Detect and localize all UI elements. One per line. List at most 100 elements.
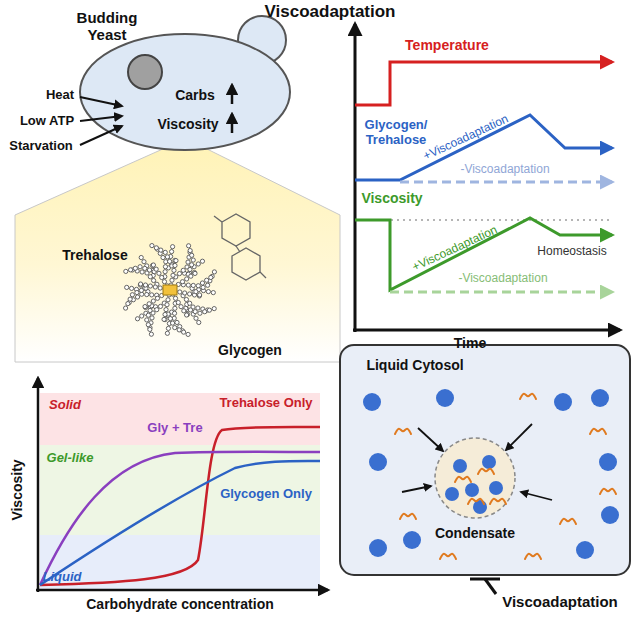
glucose-unit xyxy=(211,291,215,295)
label: Carbohydrate concentration xyxy=(86,596,273,612)
glucose-unit xyxy=(135,295,139,299)
node-text: Carbs xyxy=(175,87,215,103)
label: Time xyxy=(454,335,486,351)
label: Glycogen/ Trehalose xyxy=(356,118,436,148)
glucose-unit xyxy=(146,313,150,317)
node-text: Trehalose xyxy=(62,247,127,263)
molecules xyxy=(363,389,619,559)
glycogenin xyxy=(163,285,177,295)
glucose-unit xyxy=(163,312,167,316)
glucose-unit xyxy=(173,306,177,310)
glucose-unit xyxy=(172,311,176,315)
trehalose-molecule xyxy=(214,214,266,280)
label: Viscosity xyxy=(9,459,25,520)
glucose-unit xyxy=(148,275,152,279)
glucose-unit xyxy=(183,291,187,295)
node-text: Liquid Cytosol xyxy=(366,357,463,373)
glucose-unit xyxy=(148,327,152,331)
glucose-unit xyxy=(190,253,194,257)
glucose-unit xyxy=(166,326,170,330)
label: +Viscoadaptation xyxy=(410,223,499,274)
yeast-cell xyxy=(80,34,290,150)
viscosity-chart xyxy=(36,378,328,592)
stress-arrow xyxy=(80,126,122,145)
node-text: Glycogen xyxy=(218,342,282,358)
protein-dot xyxy=(403,531,421,549)
glucose-unit xyxy=(175,320,179,324)
recruit-arrow xyxy=(402,424,552,500)
glucose-unit xyxy=(146,323,150,327)
glucose-unit xyxy=(187,244,191,248)
stress-arrow xyxy=(80,97,122,106)
glucose-unit xyxy=(201,285,205,289)
glucose-unit xyxy=(148,284,152,288)
glucose-unit xyxy=(153,285,157,289)
protein-dot xyxy=(369,539,387,557)
time-chart xyxy=(353,24,620,332)
glucose-unit xyxy=(168,317,172,321)
glucose-unit xyxy=(150,243,154,247)
glucose-unit xyxy=(143,304,147,308)
glucose-unit xyxy=(155,296,159,300)
glucose-unit xyxy=(192,270,196,274)
glucose-unit xyxy=(171,273,175,277)
glucose-unit xyxy=(182,309,186,313)
glucose-unit xyxy=(142,260,146,264)
glucose-unit xyxy=(177,328,181,332)
glucose-unit xyxy=(193,271,197,275)
glucose-unit xyxy=(135,290,139,294)
glucose-unit xyxy=(159,248,163,252)
glucose-unit xyxy=(193,310,197,314)
protein-dot xyxy=(445,487,459,501)
glucose-unit xyxy=(172,268,176,272)
glucose-unit xyxy=(165,331,169,335)
rna-strand xyxy=(440,554,456,559)
glucose-unit xyxy=(207,308,211,312)
glucose-unit xyxy=(126,302,130,306)
glucose-unit xyxy=(184,297,188,301)
glucose-unit xyxy=(176,300,180,304)
label: Gel-like xyxy=(47,451,94,466)
glucose-unit xyxy=(206,283,210,287)
glucose-unit xyxy=(177,271,181,275)
glucose-unit xyxy=(194,290,198,294)
glucose-unit xyxy=(170,321,174,325)
glucose-unit xyxy=(138,265,142,269)
glucose-unit xyxy=(189,274,193,278)
light-beam xyxy=(15,148,340,362)
glucose-unit xyxy=(150,263,154,267)
glucose-unit xyxy=(198,311,202,315)
rna-strand xyxy=(600,489,616,494)
glucose-unit xyxy=(186,283,190,287)
label: Temperature xyxy=(405,37,489,53)
node-text: Condensate xyxy=(435,525,515,541)
glucose-unit xyxy=(188,267,192,271)
glucose-unit xyxy=(139,255,143,259)
glucose-unit xyxy=(174,258,178,262)
glucose-unit xyxy=(161,255,165,259)
glucose-unit xyxy=(188,308,192,312)
protein-dot xyxy=(591,389,609,407)
rna-strand xyxy=(560,519,576,524)
protein-dot xyxy=(436,389,454,407)
glucose-unit xyxy=(190,263,194,267)
glucose-unit xyxy=(185,277,189,281)
glucose-unit xyxy=(164,308,168,312)
rna-strand xyxy=(455,477,471,482)
rna-strand xyxy=(490,499,506,504)
label: Solid xyxy=(49,398,81,413)
label: -Viscoadaptation xyxy=(460,163,549,177)
title: Viscoadaptation xyxy=(265,2,396,22)
glucose-unit xyxy=(165,303,169,307)
glucose-unit xyxy=(147,302,151,306)
label: +Viscoadaptation xyxy=(421,112,510,163)
cytosol-box xyxy=(340,345,630,575)
glucose-unit xyxy=(140,314,144,318)
rna-strand xyxy=(525,554,541,559)
glucose-unit xyxy=(173,263,177,267)
protein-dot xyxy=(473,500,487,514)
label: Viscosity xyxy=(361,190,422,206)
glucose-unit xyxy=(203,310,207,314)
protein-dot xyxy=(465,483,479,497)
